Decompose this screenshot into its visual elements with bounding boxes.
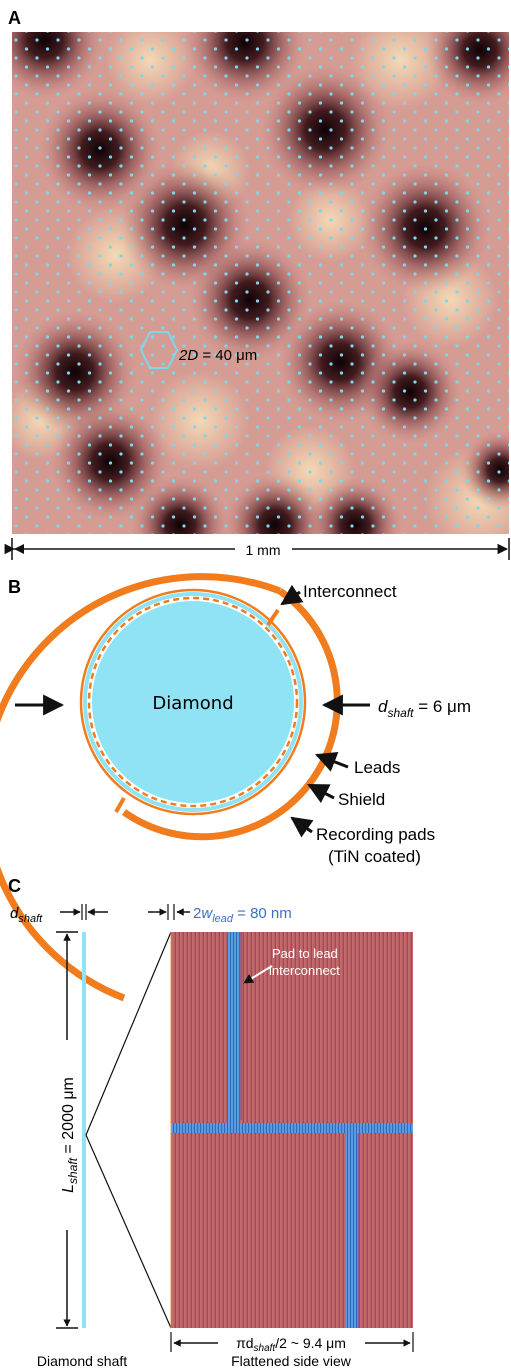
c-dshaft-var: d bbox=[10, 905, 19, 922]
lshaft-label: Lshaft = 2000 μm bbox=[60, 1077, 80, 1193]
lshaft-dimension bbox=[56, 931, 78, 1329]
scale-bar bbox=[4, 538, 510, 560]
interconnect-label: Interconnect bbox=[303, 582, 397, 601]
wlead-var: w bbox=[201, 905, 213, 922]
lshaft-value: = 2000 μm bbox=[60, 1077, 77, 1158]
wlead-value: = 80 nm bbox=[233, 905, 292, 922]
lead-vertical-top bbox=[227, 932, 239, 1126]
pad-arc-left bbox=[0, 573, 282, 1002]
wlead-prefix: 2 bbox=[193, 905, 201, 922]
spacing-value: = 40 μm bbox=[198, 347, 257, 364]
dshaft-value: = 6 μm bbox=[413, 697, 471, 716]
c-dshaft-sub: shaft bbox=[18, 913, 43, 925]
lead-dashes bbox=[87, 596, 299, 808]
zoom-line-bottom bbox=[85, 1134, 172, 1329]
diamond-core bbox=[92, 601, 294, 803]
lead-vertical-bottom bbox=[346, 1123, 357, 1328]
width-dimension bbox=[170, 1332, 414, 1352]
scale-label: 1 mm bbox=[246, 542, 281, 558]
interconnect-bottom bbox=[114, 797, 126, 813]
wlead-label: 2wlead = 80 nm bbox=[193, 905, 292, 925]
spacing-label: 2D = 40 μm bbox=[178, 347, 257, 364]
pads-label: Recording pads bbox=[316, 825, 435, 844]
caption-flattened-view: Flattened side view bbox=[231, 1353, 352, 1369]
flattened-side-view bbox=[170, 932, 413, 1328]
shaft-cross-section bbox=[0, 573, 341, 1002]
dshaft-sub: shaft bbox=[387, 706, 414, 720]
electrode-dot-grid bbox=[12, 32, 509, 534]
pad-lead-line2: interconnect bbox=[269, 963, 340, 978]
diamond-label: Diamond bbox=[152, 693, 233, 714]
leads-arrow bbox=[315, 752, 349, 772]
density-map bbox=[12, 32, 509, 534]
dshaft-var: d bbox=[378, 697, 388, 716]
lshaft-sub: shaft bbox=[66, 1157, 80, 1184]
leads-label: Leads bbox=[354, 758, 400, 777]
lead-horizontal-band bbox=[171, 1123, 413, 1133]
spacing-var: 2D bbox=[178, 347, 198, 364]
width-suffix: /2 ~ 9.4 μm bbox=[275, 1335, 346, 1351]
panel-c-letter: C bbox=[8, 876, 21, 896]
panel-a-letter: A bbox=[8, 8, 21, 28]
width-prefix: πd bbox=[236, 1335, 253, 1351]
pad-arc-right bbox=[121, 588, 341, 841]
wlead-sub: lead bbox=[212, 913, 234, 925]
interconnect-pointer bbox=[243, 965, 273, 984]
width-label: πdshaft/2 ~ 9.4 μm bbox=[236, 1335, 346, 1354]
panel-b-letter: B bbox=[8, 577, 21, 597]
interconnect-top bbox=[266, 608, 280, 627]
pads-sublabel: (TiN coated) bbox=[328, 847, 421, 866]
shield-ring bbox=[79, 588, 307, 816]
interconnect-arrow bbox=[280, 584, 304, 606]
dshaft-label: dshaft = 6 μm bbox=[378, 697, 471, 720]
leads-ring bbox=[83, 592, 303, 812]
c-dshaft-label: dshaft bbox=[10, 905, 43, 925]
caption-diamond-shaft: Diamond shaft bbox=[37, 1353, 127, 1369]
pad-lead-line1: Pad to lead bbox=[272, 946, 338, 961]
shield-label: Shield bbox=[338, 790, 385, 809]
zoom-line-top bbox=[85, 931, 172, 1136]
lshaft-var: L bbox=[60, 1184, 77, 1193]
diamond-shaft bbox=[82, 932, 86, 1328]
hexagon-unit-cell bbox=[139, 331, 179, 369]
width-sub: shaft bbox=[254, 1343, 277, 1354]
pads-arrow bbox=[290, 816, 314, 838]
shield-arrow bbox=[307, 783, 335, 804]
